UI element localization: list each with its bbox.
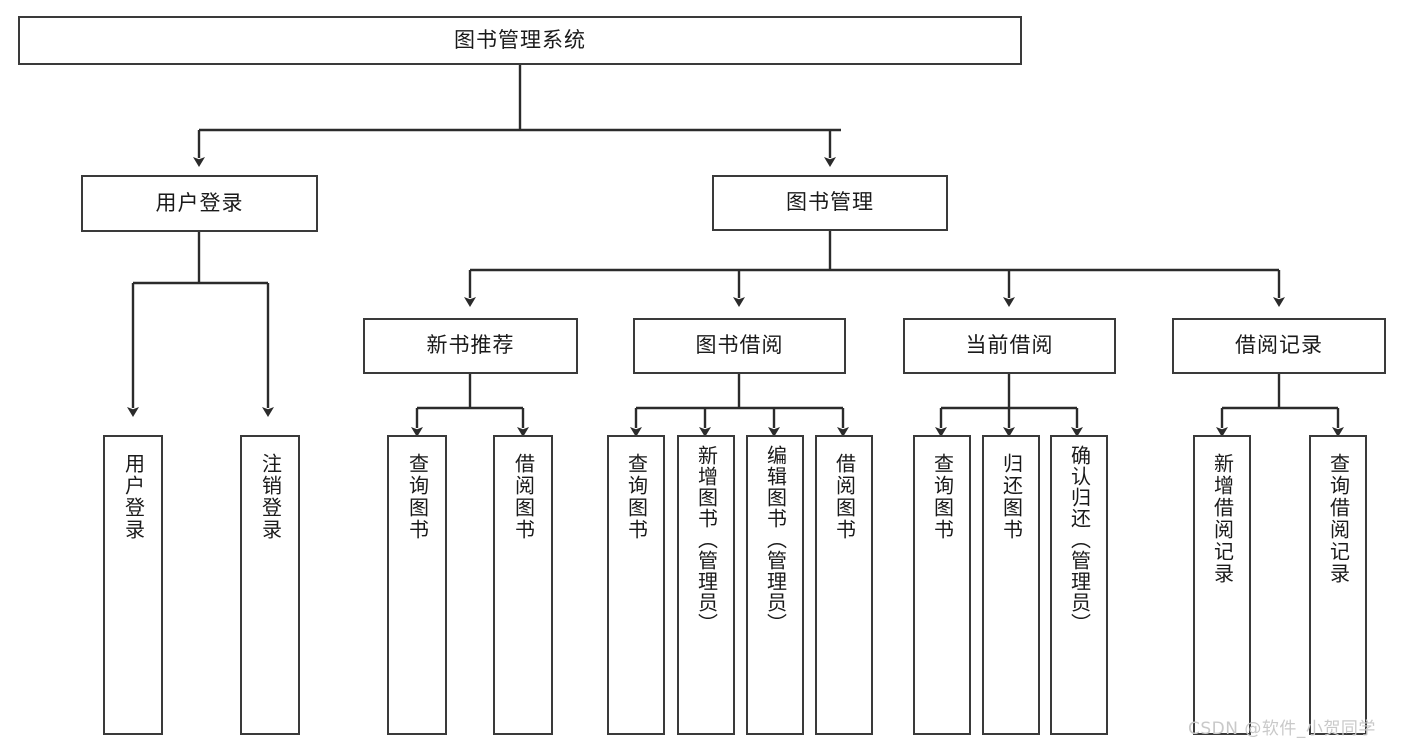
- node-label: 注销登录: [258, 453, 283, 541]
- node-label: 借阅图书: [832, 453, 857, 541]
- csdn-watermark: CSDN @软件_小贺同学: [1188, 719, 1376, 739]
- leaf-user-login-logout[interactable]: 注销登录: [240, 435, 300, 735]
- node-label: 确认归还（管理员）: [1067, 445, 1092, 634]
- leaf-new-book-query[interactable]: 查询图书: [387, 435, 447, 735]
- node-label: 查询借阅记录: [1326, 453, 1351, 585]
- node-label: 新增借阅记录: [1210, 453, 1235, 585]
- node-label: 图书借阅: [695, 333, 784, 358]
- node-label: 查询图书: [405, 453, 430, 541]
- node-borrow-record[interactable]: 借阅记录: [1172, 318, 1386, 374]
- node-label: 图书管理: [786, 190, 874, 215]
- node-book-borrow[interactable]: 图书借阅: [633, 318, 846, 374]
- node-current-borrow[interactable]: 当前借阅: [903, 318, 1116, 374]
- leaf-user-login-login[interactable]: 用户登录: [103, 435, 163, 735]
- node-label: 图书管理系统: [454, 27, 586, 52]
- node-label: 查询图书: [624, 453, 649, 541]
- leaf-record-query-borrow-record[interactable]: 查询借阅记录: [1309, 435, 1367, 735]
- node-label: 归还图书: [999, 453, 1024, 541]
- leaf-borrow-add-book-admin[interactable]: 新增图书（管理员）: [677, 435, 735, 735]
- node-label: 当前借阅: [965, 333, 1054, 358]
- leaf-current-return-book[interactable]: 归还图书: [982, 435, 1040, 735]
- node-book-management[interactable]: 图书管理: [712, 175, 948, 231]
- node-label: 借阅记录: [1235, 333, 1323, 358]
- leaf-record-add-borrow-record[interactable]: 新增借阅记录: [1193, 435, 1251, 735]
- node-label: 借阅图书: [511, 453, 536, 541]
- node-label: 新增图书（管理员）: [694, 445, 719, 634]
- leaf-current-confirm-return-admin[interactable]: 确认归还（管理员）: [1050, 435, 1108, 735]
- node-label: 查询图书: [930, 453, 955, 541]
- node-root-system[interactable]: 图书管理系统: [18, 16, 1022, 65]
- leaf-new-book-borrow[interactable]: 借阅图书: [493, 435, 553, 735]
- leaf-current-query-book[interactable]: 查询图书: [913, 435, 971, 735]
- node-user-login[interactable]: 用户登录: [81, 175, 318, 232]
- node-new-book-recommend[interactable]: 新书推荐: [363, 318, 578, 374]
- node-label: 编辑图书（管理员）: [763, 445, 788, 634]
- leaf-borrow-edit-book-admin[interactable]: 编辑图书（管理员）: [746, 435, 804, 735]
- node-label: 用户登录: [155, 190, 244, 215]
- leaf-borrow-query-book[interactable]: 查询图书: [607, 435, 665, 735]
- node-label: 用户登录: [121, 453, 146, 541]
- leaf-borrow-borrow-book[interactable]: 借阅图书: [815, 435, 873, 735]
- node-label: 新书推荐: [426, 333, 515, 358]
